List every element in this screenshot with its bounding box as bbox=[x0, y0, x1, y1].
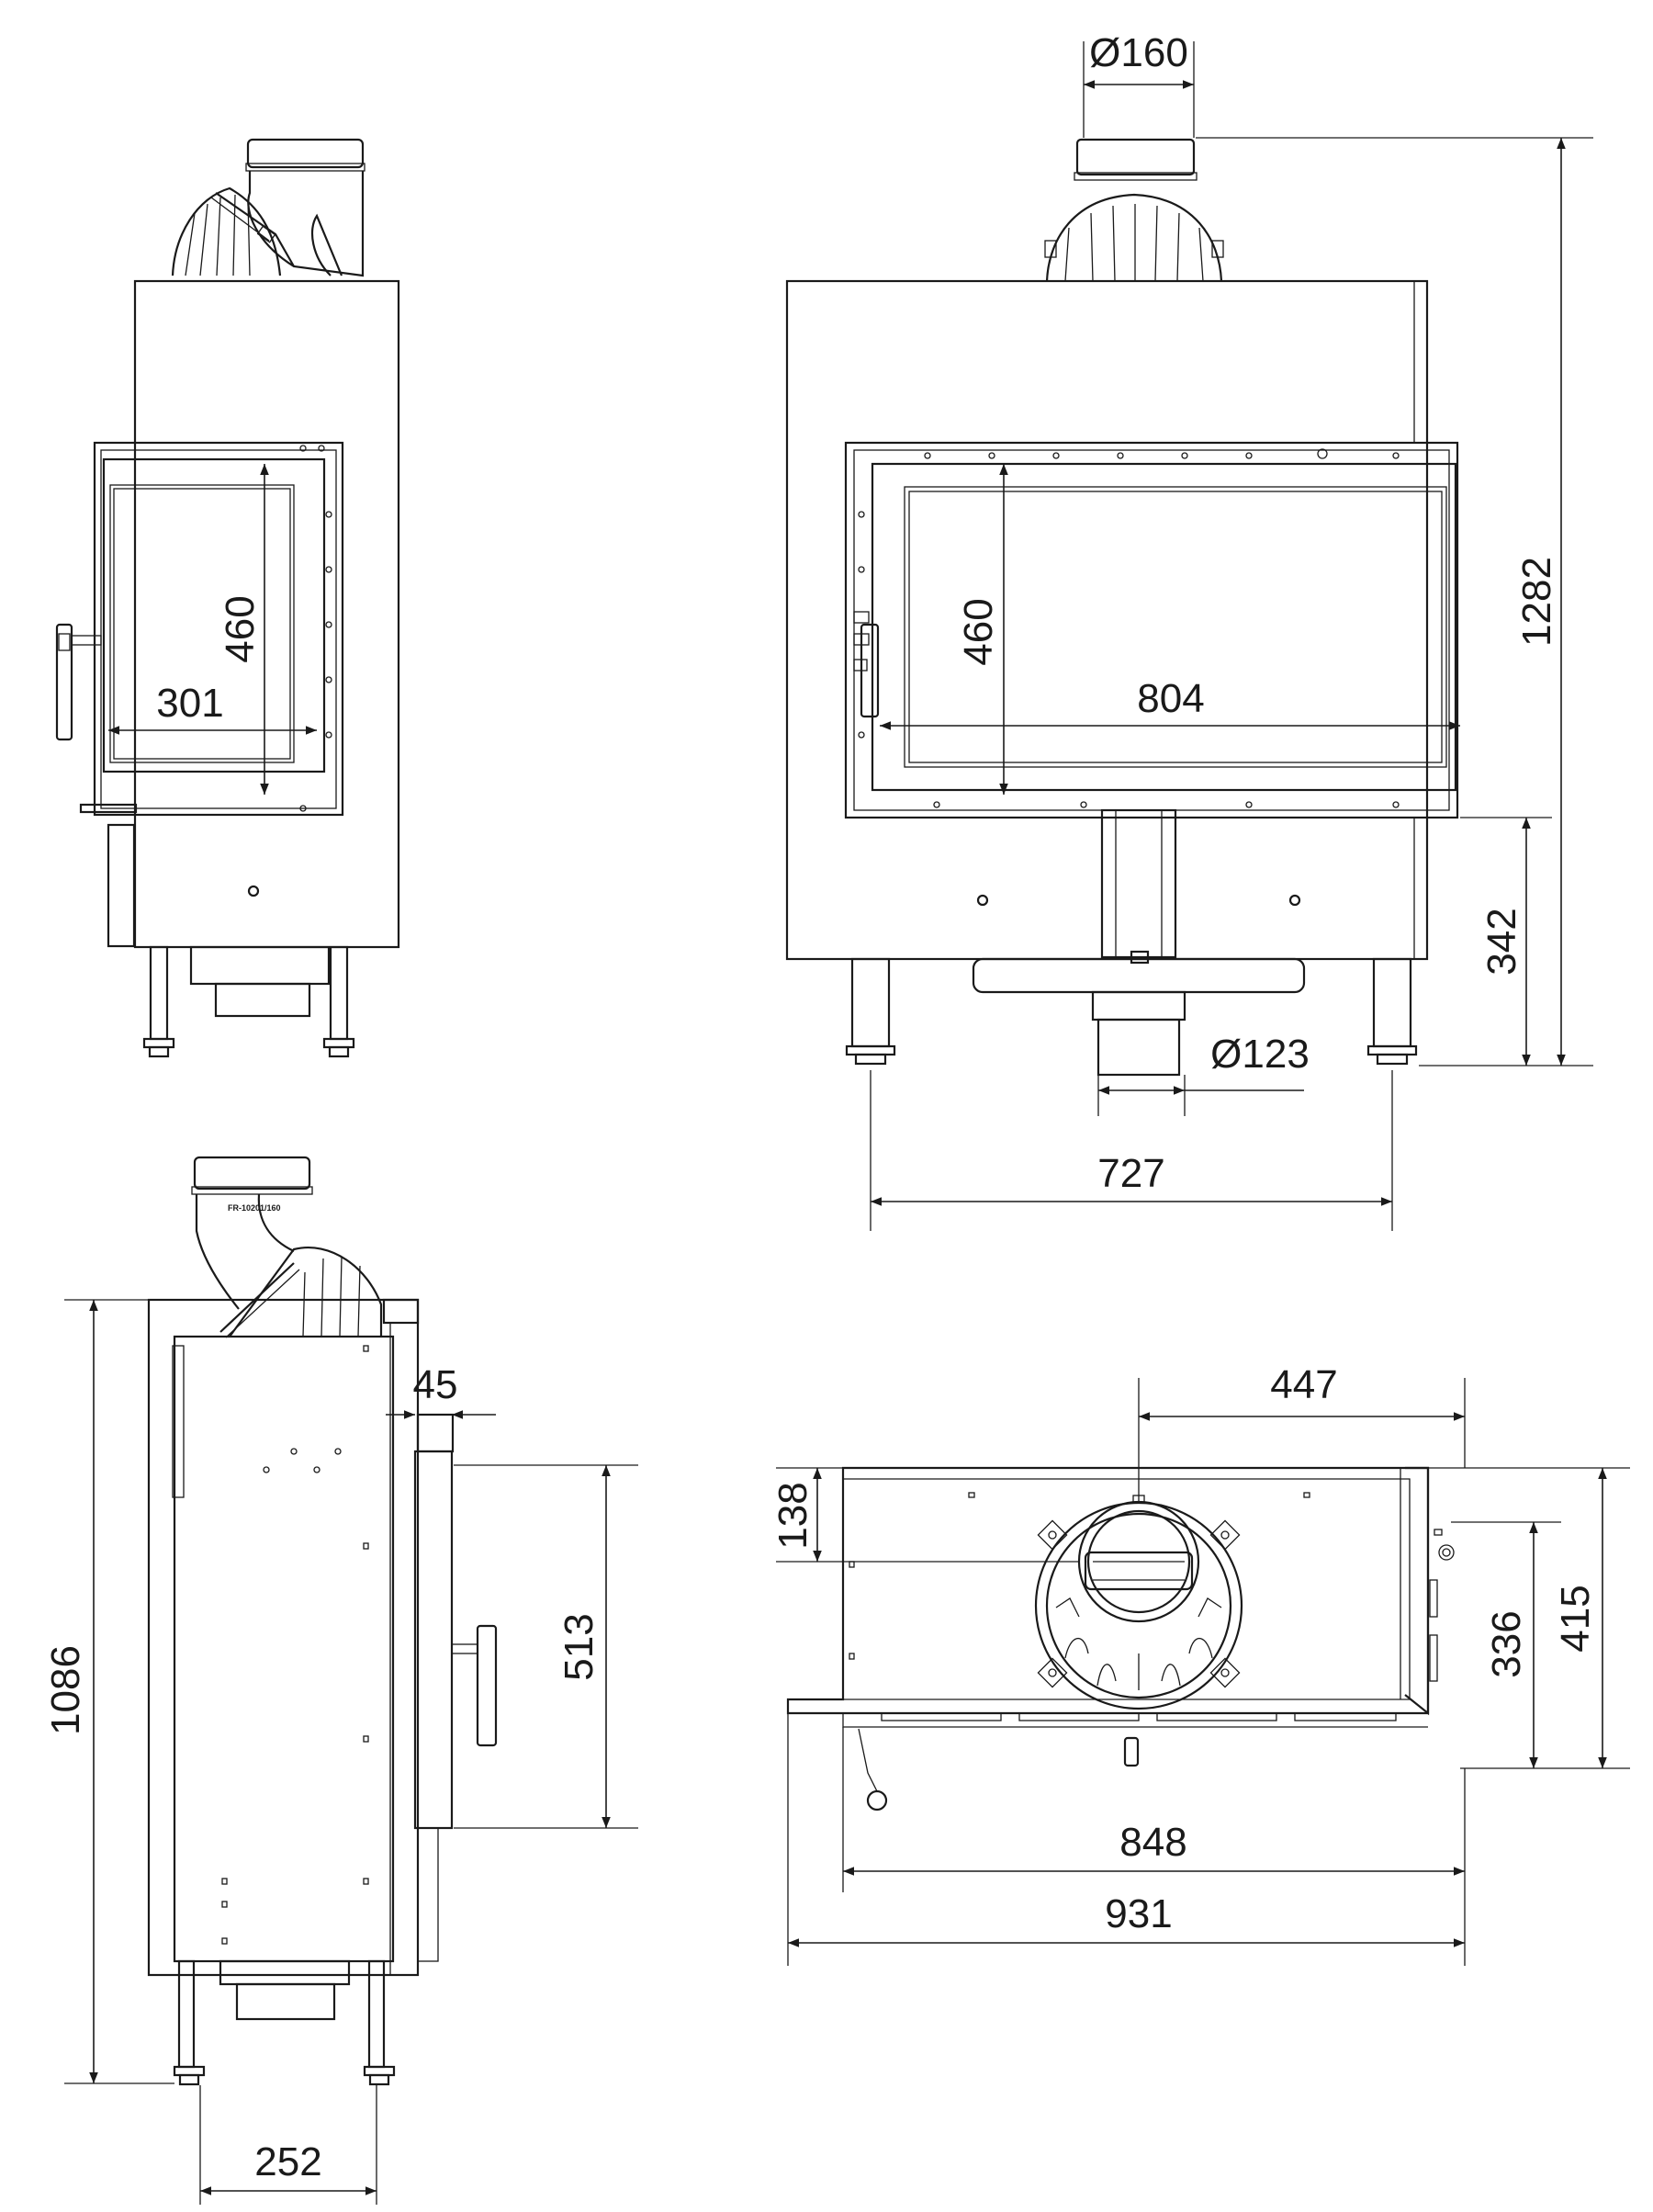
flue-elbow bbox=[171, 138, 365, 277]
dim-glass-height: 460 bbox=[956, 464, 1008, 795]
svg-text:460: 460 bbox=[218, 595, 263, 662]
dim-glass-height: 460 bbox=[218, 464, 269, 795]
svg-text:252: 252 bbox=[254, 2139, 321, 2184]
dim-height: 1086 bbox=[43, 1299, 174, 2084]
svg-text:460: 460 bbox=[956, 598, 1001, 665]
svg-text:848: 848 bbox=[1119, 1820, 1186, 1865]
svg-text:Ø123: Ø123 bbox=[1210, 1032, 1310, 1077]
legs bbox=[173, 1959, 396, 2086]
dim-total-width: 931 bbox=[787, 1713, 1466, 1966]
svg-text:342: 342 bbox=[1479, 908, 1524, 975]
air-control bbox=[1429, 1529, 1455, 1682]
svg-text:513: 513 bbox=[557, 1613, 602, 1680]
door-handle bbox=[451, 1624, 498, 1747]
svg-text:415: 415 bbox=[1553, 1585, 1598, 1652]
dim-door-offset: 45 bbox=[386, 1362, 496, 1419]
view-top: 447 138 336 415 848 bbox=[770, 1362, 1630, 1966]
dim-glass-width: 301 bbox=[108, 681, 317, 735]
dim-inner-width: 848 bbox=[842, 1727, 1466, 1892]
svg-text:FR-10201/160: FR-10201/160 bbox=[228, 1203, 281, 1213]
legs bbox=[845, 957, 1418, 1066]
frame-rivets bbox=[299, 445, 332, 812]
body-outline bbox=[785, 279, 1429, 961]
mounting-holes bbox=[221, 1345, 369, 1945]
svg-text:Ø160: Ø160 bbox=[1089, 30, 1188, 75]
view-side: FR-10201/160 bbox=[43, 1156, 638, 2205]
flue-bottom bbox=[972, 808, 1306, 1077]
svg-text:804: 804 bbox=[1137, 676, 1204, 721]
dim-flue-offset-x: 447 bbox=[1138, 1362, 1466, 1502]
dim-flue-bottom: Ø123 bbox=[1097, 1032, 1310, 1116]
dim-door-height: 513 bbox=[454, 1464, 638, 1829]
svg-text:1086: 1086 bbox=[43, 1645, 88, 1735]
svg-text:336: 336 bbox=[1484, 1610, 1529, 1677]
svg-text:727: 727 bbox=[1097, 1151, 1164, 1196]
flue-elbow: FR-10201/160 bbox=[191, 1156, 383, 1338]
svg-text:931: 931 bbox=[1105, 1891, 1172, 1936]
body-outline bbox=[786, 1466, 1430, 1715]
body-outline bbox=[147, 1298, 420, 1977]
svg-text:1282: 1282 bbox=[1514, 557, 1559, 647]
door-projection bbox=[413, 1450, 454, 1830]
svg-text:301: 301 bbox=[156, 681, 223, 726]
dim-flue-top: Ø160 bbox=[1083, 30, 1195, 138]
body-outline bbox=[133, 279, 400, 949]
flue-collar bbox=[1034, 1495, 1243, 1710]
door-handle bbox=[853, 611, 880, 718]
legs bbox=[142, 945, 355, 1058]
dim-flue-offset-y: 138 bbox=[770, 1467, 1079, 1563]
door-handle bbox=[55, 623, 102, 741]
glass bbox=[102, 457, 326, 773]
svg-text:45: 45 bbox=[413, 1362, 458, 1407]
side-panel bbox=[173, 1335, 395, 1963]
flue-top bbox=[1044, 138, 1224, 282]
view-front-wide: Ø160 460 804 1282 342 Ø123 bbox=[785, 30, 1593, 1231]
glass bbox=[871, 462, 1457, 792]
svg-text:447: 447 bbox=[1270, 1362, 1337, 1407]
door-frame bbox=[844, 441, 1459, 819]
dim-total-height: 1282 bbox=[1196, 137, 1593, 1066]
dim-total-depth: 415 bbox=[1428, 1467, 1630, 1769]
view-front-narrow: 460 301 bbox=[55, 138, 400, 1058]
bolt bbox=[247, 885, 260, 897]
dim-leg-span: 252 bbox=[199, 2085, 377, 2205]
dim-leg-span: 727 bbox=[870, 1070, 1393, 1231]
door-frame bbox=[93, 441, 344, 817]
dim-base-height: 342 bbox=[1460, 817, 1552, 1066]
dim-glass-width: 804 bbox=[880, 676, 1460, 730]
frame-rivets bbox=[858, 448, 1400, 808]
dim-inner-depth: 336 bbox=[1451, 1521, 1561, 1769]
svg-text:138: 138 bbox=[770, 1482, 815, 1549]
